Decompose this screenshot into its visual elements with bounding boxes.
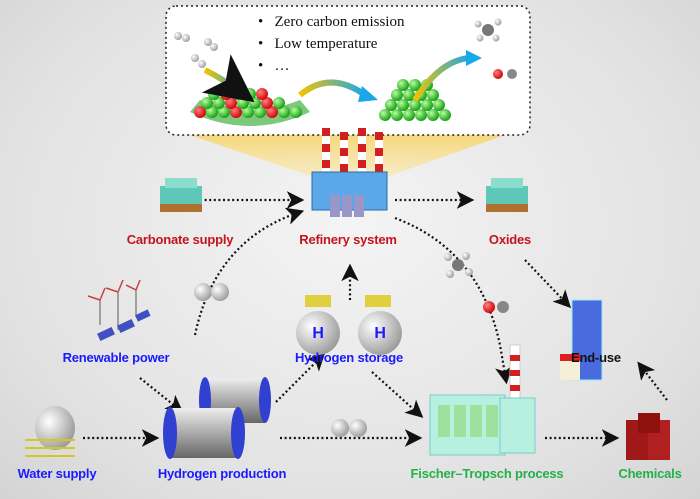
bullet-2: • Low temperature <box>258 36 378 52</box>
arrow-renewable-to-production <box>139 377 184 413</box>
chimney-segment <box>322 136 330 144</box>
co-molecule <box>483 301 509 313</box>
chimney-segment <box>358 144 366 152</box>
chimney-segment <box>340 132 348 140</box>
electrolyzer-icon <box>163 377 271 459</box>
atom-sphere <box>278 106 290 118</box>
reaction-arrow <box>298 79 367 98</box>
methane-molecule <box>474 18 502 42</box>
atom-sphere <box>273 97 285 109</box>
chimney-segment <box>375 156 383 164</box>
chimney-segment <box>340 148 348 156</box>
hydrogen-molecule <box>194 283 229 301</box>
arrow-oxides-to-enduse <box>524 259 572 309</box>
atom-sphere <box>421 99 433 111</box>
label-water-supply: Water supply <box>17 466 97 481</box>
atom-sphere <box>397 99 409 111</box>
chimney-segment <box>340 164 348 172</box>
carbonate-pallet-icon <box>160 178 202 212</box>
arrow-storage-to-ft <box>371 371 424 418</box>
hydrogen-molecules <box>174 32 218 68</box>
atom-sphere <box>290 106 302 118</box>
label-chemicals: Chemicals <box>618 466 682 481</box>
atom-sphere <box>409 79 421 91</box>
chimney-segment <box>375 132 383 140</box>
atom-sphere <box>415 109 427 121</box>
atom-sphere <box>439 109 451 121</box>
label-hydrogen-storage: Hydrogen storage <box>294 350 404 365</box>
atom-sphere <box>208 88 220 100</box>
atom-sphere <box>220 88 232 100</box>
arrow-chemicals-to-enduse <box>637 361 668 401</box>
adsorption-arrow <box>201 54 255 103</box>
atom-sphere <box>244 88 256 100</box>
atom-sphere <box>391 89 403 101</box>
co-molecule <box>493 69 517 79</box>
methane-molecule <box>444 252 473 278</box>
atom-sphere <box>254 106 266 118</box>
hydrogen-molecule <box>331 419 367 437</box>
atom-sphere <box>230 106 242 118</box>
label-oxides: Oxides <box>488 232 532 247</box>
atom-sphere <box>403 89 415 101</box>
refinery-icon <box>311 128 388 217</box>
chimney-segment <box>322 152 330 160</box>
atom-sphere <box>256 88 268 100</box>
atom-sphere <box>266 106 278 118</box>
tank-letter: H <box>374 325 386 342</box>
atom-sphere <box>391 109 403 121</box>
chimney-segment <box>340 140 348 148</box>
atom-sphere <box>379 109 391 121</box>
label-fischer-tropsch-process: Fischer–Tropsch process <box>410 466 564 481</box>
hydrogen-storage-icon <box>296 295 402 355</box>
arrow-refinery-to-ft <box>394 216 513 385</box>
label-carbonate-supply: Carbonate supply <box>126 232 234 247</box>
chimney-segment <box>375 140 383 148</box>
atom-sphere <box>206 106 218 118</box>
atom-sphere <box>261 97 273 109</box>
bullet-1: • Zero carbon emission <box>258 14 405 30</box>
chimney-segment <box>358 160 366 168</box>
atom-sphere <box>385 99 397 111</box>
chimney-segment <box>358 128 366 136</box>
wind-solar-icon <box>87 279 151 342</box>
chimney-segment <box>340 156 348 164</box>
label-refinery-system: Refinery system <box>299 232 397 247</box>
chimney-segment <box>322 144 330 152</box>
fischer-tropsch-plant-icon <box>429 344 536 456</box>
oxides-pallet-icon <box>486 178 528 212</box>
end-use-building-icon <box>560 299 603 381</box>
flow-arrows <box>83 191 668 447</box>
catalyst-pile-green <box>379 79 451 121</box>
atom-sphere <box>403 109 415 121</box>
chimney-segment <box>375 164 383 172</box>
atom-sphere <box>194 106 206 118</box>
tank-letter: H <box>312 325 324 342</box>
chimney-segment <box>375 148 383 156</box>
atom-sphere <box>433 99 445 111</box>
chimney-segment <box>358 152 366 160</box>
atom-sphere <box>427 89 439 101</box>
chimney-segment <box>322 128 330 136</box>
atom-sphere <box>409 99 421 111</box>
water-tank-icon <box>25 406 75 457</box>
desorption-arrow <box>412 55 471 102</box>
atom-sphere <box>397 79 409 91</box>
label-renewable-power: Renewable power <box>62 350 170 365</box>
chemical-barrels-icon <box>626 413 670 460</box>
label-hydrogen-production: Hydrogen production <box>157 466 287 481</box>
atom-sphere <box>427 109 439 121</box>
arrow-production-to-storage <box>275 352 326 403</box>
atom-sphere <box>242 106 254 118</box>
chimney-segment <box>322 160 330 168</box>
label-end-use: End-use <box>571 350 621 365</box>
atom-sphere <box>218 106 230 118</box>
bullet-3: • … <box>258 58 290 74</box>
arrow-production-to-refinery <box>193 207 305 336</box>
chimney-segment <box>358 136 366 144</box>
